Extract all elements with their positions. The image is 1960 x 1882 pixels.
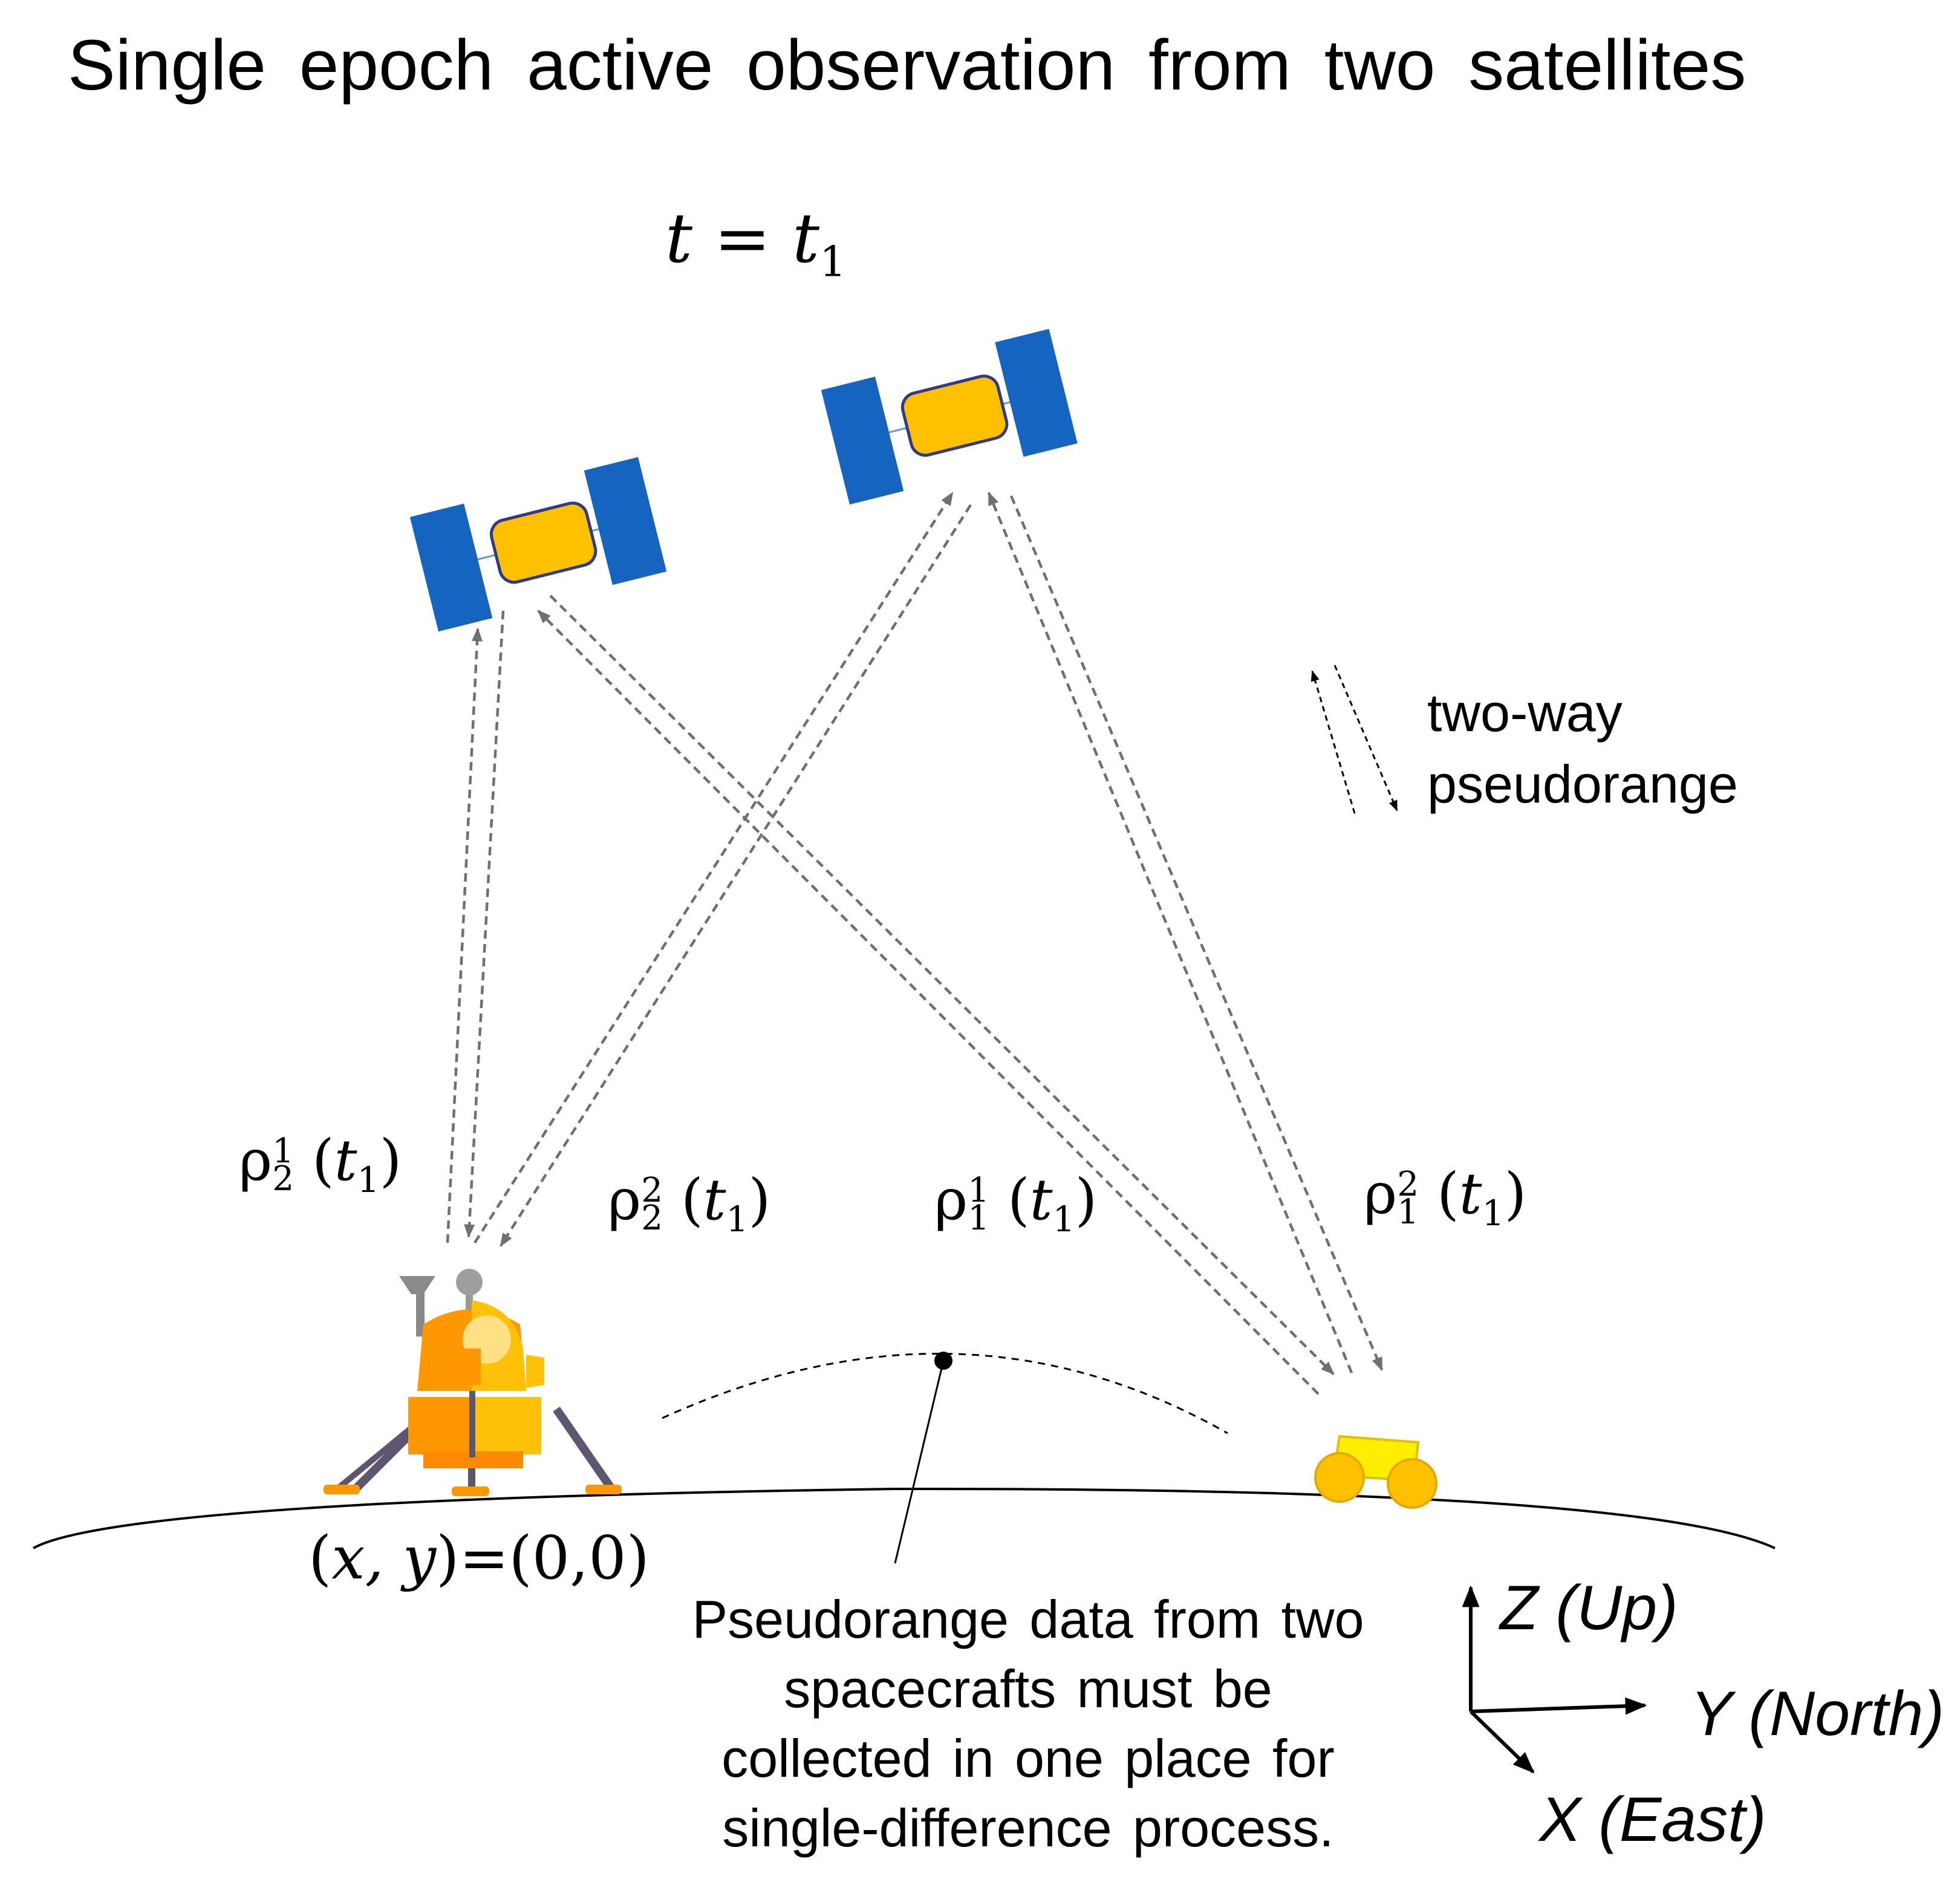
legend-two-way-arrow xyxy=(1310,665,1398,814)
note-text: Pseudorange data from two spacecrafts mu… xyxy=(692,1589,1364,1858)
note-pointer-line xyxy=(894,1360,945,1564)
lunar-lander-icon xyxy=(324,1269,622,1496)
x-axis-label: X (East) xyxy=(1539,1785,1766,1855)
y-axis xyxy=(1470,1697,1647,1715)
x-axis xyxy=(1469,1710,1535,1774)
time-equation: t = t1 xyxy=(665,200,847,287)
range-lines xyxy=(446,491,1384,1395)
rover-icon xyxy=(1314,1434,1437,1509)
satellite-icon xyxy=(409,457,667,632)
origin-label: (x, y)=(0,0) xyxy=(308,1524,650,1593)
coordinate-axes xyxy=(1462,1585,1647,1774)
diagram-title: Single epoch active observation from two… xyxy=(68,25,1747,105)
y-axis-label: Y (North) xyxy=(1690,1679,1944,1749)
satellite-icon xyxy=(821,328,1078,505)
z-axis-label: Z (Up) xyxy=(1500,1573,1678,1643)
lunar-surface xyxy=(33,1487,1776,1549)
